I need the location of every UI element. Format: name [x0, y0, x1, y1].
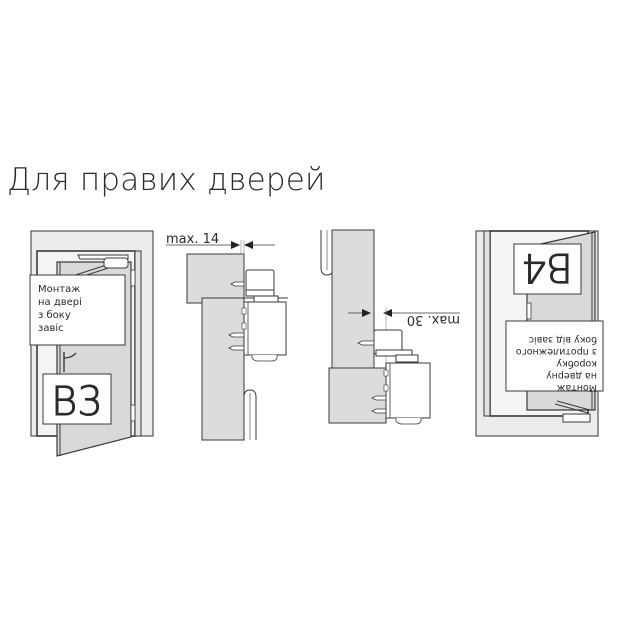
b3-caption-line-4: завiс	[38, 323, 64, 334]
panel-b4: B4 Монтаж на дверну коробку з протилежно…	[475, 230, 604, 437]
page-title: Для правих дверей	[7, 162, 326, 198]
dimension-label-max30: max. 30	[407, 312, 460, 327]
panel-side-max30: max. 30	[320, 229, 460, 425]
b4-code: B4	[521, 244, 573, 290]
b3-caption-line-1: Монтаж	[38, 284, 80, 295]
b4-caption-line-2: на дверну	[546, 370, 597, 381]
b4-caption-line-5: боку вiд завiс	[529, 334, 597, 345]
b3-code: B3	[51, 379, 103, 425]
b3-caption-line-2: на дверi	[38, 297, 82, 308]
dimension-label-max14: max. 14	[166, 232, 219, 247]
b4-caption-line-3: коробку	[556, 358, 597, 369]
b4-caption-line-1: Монтаж	[556, 382, 597, 393]
panel-b3: Монтаж на дверi з боку завiс B3	[29, 230, 154, 457]
panel-side-max14: max. 14	[166, 232, 288, 441]
b4-caption-line-4: з протилежного	[516, 346, 597, 357]
b3-caption-line-3: з боку	[38, 310, 71, 321]
